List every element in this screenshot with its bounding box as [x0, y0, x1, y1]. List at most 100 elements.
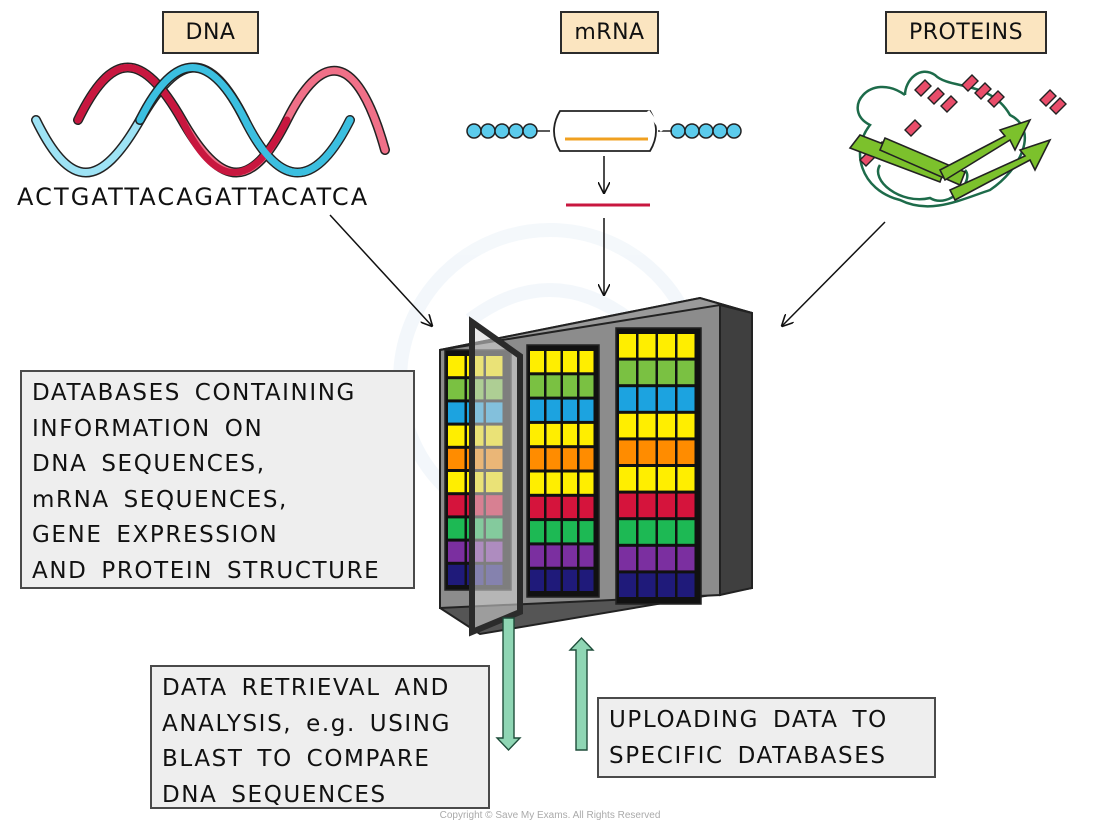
data-cell — [530, 472, 544, 494]
data-cell — [448, 356, 465, 377]
dna-label: DNA — [162, 11, 259, 54]
data-cell — [579, 521, 594, 543]
data-cell — [530, 351, 544, 373]
data-cell — [619, 573, 636, 597]
data-cell — [530, 448, 544, 470]
data-cell — [638, 360, 656, 385]
data-cell — [563, 521, 577, 543]
data-cell — [546, 545, 561, 567]
data-cell — [530, 496, 544, 519]
data-cell — [638, 546, 656, 571]
data-cell — [619, 493, 636, 518]
data-cell — [546, 423, 561, 446]
data-cell — [619, 387, 636, 411]
data-cell — [638, 520, 656, 544]
data-cell — [638, 440, 656, 464]
data-cell — [619, 440, 636, 464]
proteins-to-database-arrow — [782, 221, 886, 326]
data-cell — [638, 493, 656, 518]
data-cell — [638, 467, 656, 491]
data-cell — [448, 402, 465, 423]
data-cell — [448, 518, 465, 539]
data-cell — [563, 545, 577, 567]
data-cell — [619, 467, 636, 491]
data-cell — [530, 545, 544, 567]
data-cell — [677, 413, 695, 438]
data-cell — [677, 493, 695, 518]
data-cell — [530, 569, 544, 591]
dna-to-database-arrow — [329, 214, 432, 326]
data-cell — [579, 399, 594, 421]
mrna-strand-illustration — [466, 110, 742, 207]
data-cell — [546, 496, 561, 519]
data-cell — [579, 569, 594, 591]
data-cell — [658, 360, 675, 385]
data-cell — [658, 573, 675, 597]
data-cell — [448, 448, 465, 469]
data-cell — [658, 546, 675, 571]
data-cell — [677, 467, 695, 491]
copyright-notice: Copyright © Save My Exams. All Rights Re… — [439, 810, 661, 821]
data-cell — [619, 413, 636, 438]
data-cell — [546, 399, 561, 421]
data-cell — [677, 573, 695, 597]
data-cell — [448, 472, 465, 493]
data-cell — [530, 423, 544, 446]
data-cell — [563, 375, 577, 397]
database-description-box: DATABASES CONTAINING INFORMATION ON DNA … — [20, 370, 415, 589]
data-cell — [619, 520, 636, 544]
protein-structure-illustration — [848, 70, 1067, 208]
uploading-description-box: UPLOADING DATA TO SPECIFIC DATABASES — [597, 697, 936, 778]
data-cell — [563, 496, 577, 519]
data-cell — [579, 375, 594, 397]
data-cell — [579, 423, 594, 446]
upload-arrow — [568, 636, 595, 751]
dna-sequence-text: ACTGATTACAGATTACATCA — [17, 183, 370, 211]
data-cell — [530, 399, 544, 421]
data-cell — [546, 569, 561, 591]
data-cell — [563, 399, 577, 421]
data-cell — [619, 546, 636, 571]
data-cell — [546, 448, 561, 470]
data-cell — [658, 520, 675, 544]
data-cell — [563, 423, 577, 446]
data-cell — [546, 375, 561, 397]
data-cell — [677, 546, 695, 571]
data-cell — [677, 440, 695, 464]
dna-helix-illustration — [31, 62, 390, 178]
data-cell — [530, 521, 544, 543]
data-cell — [638, 413, 656, 438]
data-cell — [579, 351, 594, 373]
database-server — [439, 296, 753, 637]
data-cell — [579, 545, 594, 567]
data-cell — [448, 495, 465, 516]
data-cell — [658, 493, 675, 518]
data-cell — [448, 541, 465, 562]
data-cell — [530, 375, 544, 397]
mrna-label: mRNA — [560, 11, 659, 54]
data-cell — [677, 387, 695, 411]
data-cell — [579, 472, 594, 494]
data-cell — [619, 360, 636, 385]
data-cell — [677, 360, 695, 385]
retrieval-arrow — [495, 617, 522, 752]
data-cell — [448, 425, 465, 446]
data-cell — [546, 351, 561, 373]
proteins-label: PROTEINS — [885, 11, 1047, 54]
data-cell — [658, 413, 675, 438]
data-cell — [579, 496, 594, 519]
data-cell — [563, 569, 577, 591]
data-cell — [448, 379, 465, 400]
data-cell — [638, 387, 656, 411]
data-cell — [619, 334, 636, 358]
data-cell — [638, 334, 656, 358]
data-cell — [638, 573, 656, 597]
data-cell — [579, 448, 594, 470]
data-cell — [563, 448, 577, 470]
data-cell — [563, 351, 577, 373]
data-cell — [658, 440, 675, 464]
data-cell — [677, 520, 695, 544]
retrieval-description-box: DATA RETRIEVAL AND ANALYSIS, e.g. USING … — [150, 665, 490, 809]
data-cell — [658, 334, 675, 358]
